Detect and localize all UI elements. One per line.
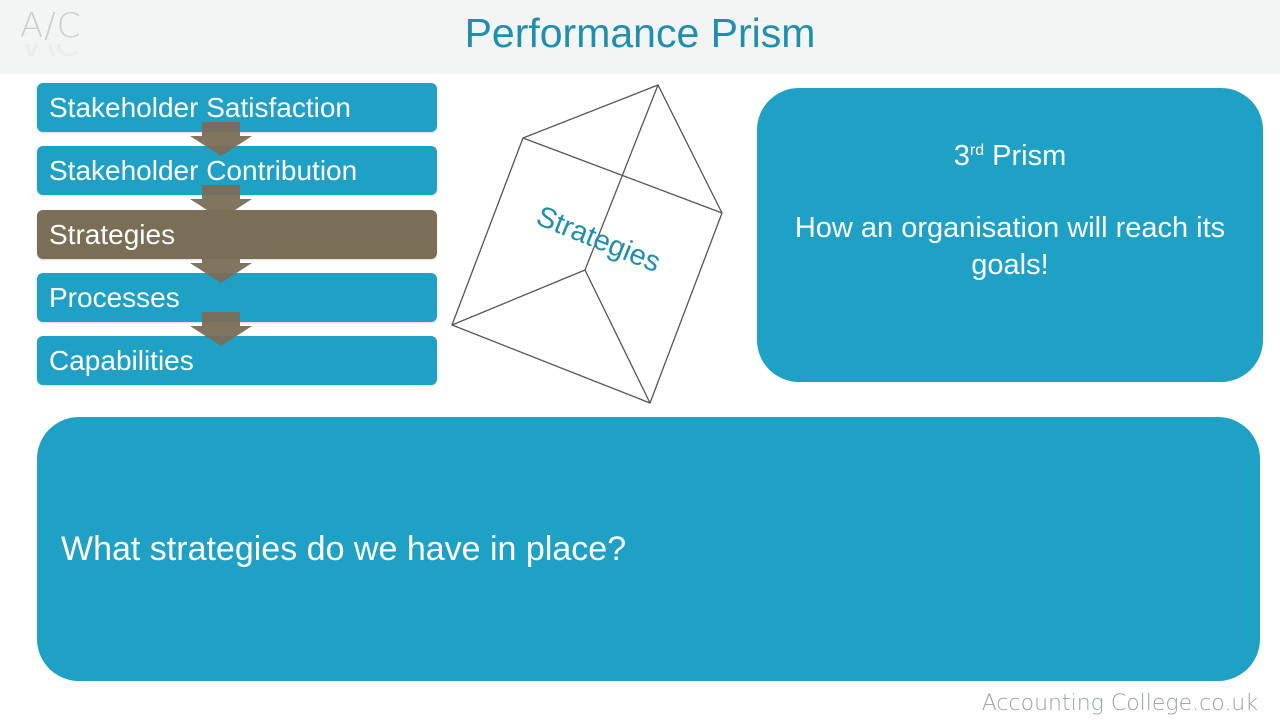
prism-description: How an organisation will reach its goals… [794, 212, 1226, 281]
question-card: What strategies do we have in place? [37, 417, 1260, 681]
step-label: Strategies [49, 219, 176, 250]
step-capabilities: Capabilities [37, 336, 437, 385]
down-arrow-icon [190, 122, 252, 156]
page-title: Performance Prism [464, 10, 816, 56]
down-arrow-icon [190, 185, 252, 219]
down-arrow-icon [190, 312, 252, 346]
ordinal-suffix: rd [969, 142, 985, 159]
step-stakeholder-contribution: Stakeholder Contribution [37, 146, 437, 195]
step-label: Processes [49, 282, 180, 313]
step-stakeholder-satisfaction: Stakeholder Satisfaction [37, 83, 437, 132]
step-label: Stakeholder Contribution [49, 155, 358, 186]
prism-info-card: 3rd Prism How an organisation will reach… [757, 88, 1263, 382]
prism-word: Prism [992, 140, 1067, 172]
footer-brand: Accounting College.co.uk [981, 691, 1258, 716]
header-bar: A/C A/C Performance Prism [0, 0, 1280, 74]
question-text: What strategies do we have in place? [61, 530, 627, 568]
prism-ordinal-title: 3rd Prism [757, 140, 1263, 173]
ordinal-number: 3 [953, 140, 970, 172]
prism-diagram: Strategies [451, 84, 723, 404]
down-arrow-icon [190, 249, 252, 283]
logo: A/C [20, 6, 82, 46]
step-label: Stakeholder Satisfaction [49, 92, 351, 123]
step-label: Capabilities [49, 345, 194, 376]
